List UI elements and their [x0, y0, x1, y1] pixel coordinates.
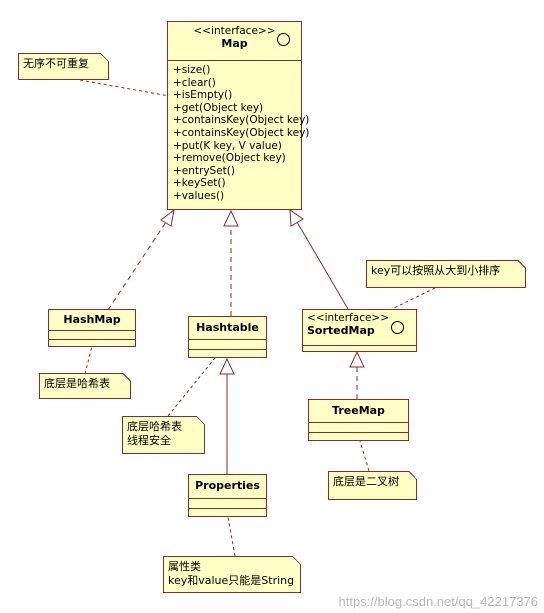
sortedmap-generalization-line: [296, 221, 349, 310]
properties-attributes-section: [189, 499, 266, 509]
sortedmap-note: key可以按照从大到小排序: [366, 260, 526, 288]
hashtable-note-anchor: [167, 357, 216, 417]
method-item: +containsKey(Object key): [173, 126, 310, 139]
hashtable-note: 底层哈希表 线程安全: [122, 416, 205, 454]
note-text: 底层是哈希表: [44, 377, 110, 390]
properties-class-box[interactable]: Properties: [188, 474, 267, 517]
note-text: 底层是二叉树: [333, 475, 399, 488]
hashmap-class-name: HashMap: [63, 313, 121, 326]
treemap-operations-section: [309, 433, 408, 442]
map-header: <<interface>> Map: [168, 22, 301, 61]
treemap-note-anchor: [359, 440, 370, 472]
properties-class-name: Properties: [195, 479, 260, 492]
method-item: +remove(Object key): [173, 152, 286, 165]
hashmap-arrowhead: [160, 208, 175, 227]
watermark-url: https://blog.csdn.net/qq_42217376: [338, 594, 539, 609]
map-interface-box[interactable]: <<interface>> Map +size() +clear() +isEm…: [167, 21, 310, 210]
method-item: +containsKey(Object key): [173, 114, 310, 127]
hashmap-note-anchor: [84, 345, 93, 375]
hashmap-attributes-section: [49, 331, 135, 340]
note-text: 无序不可重复: [23, 57, 89, 70]
sortedmap-stereotype: <<interface>>: [307, 312, 390, 324]
treemap-attributes-section: [309, 423, 408, 433]
properties-note: 属性类 key和value只能是String: [163, 556, 301, 593]
method-item: +put(K key, V value): [173, 139, 282, 152]
map-class-name: Map: [221, 37, 248, 50]
method-item: +isEmpty(): [173, 89, 233, 102]
note-text: 属性类: [168, 560, 201, 573]
map-methods: +size() +clear() +isEmpty() +get(Object …: [168, 61, 310, 205]
sortedmap-arrowhead: [289, 209, 304, 227]
treemap-note: 底层是二叉树: [328, 471, 417, 500]
interface-circle-icon: [277, 33, 290, 46]
treemap-class-name: TreeMap: [332, 404, 385, 417]
note-text: 底层哈希表: [127, 420, 182, 433]
method-item: +keySet(): [173, 177, 226, 190]
sortedmap-interface-box[interactable]: <<interface>> SortedMap: [302, 309, 417, 352]
properties-arrowhead: [219, 357, 235, 375]
method-item: +get(Object key): [173, 101, 264, 114]
interface-circle-icon: [391, 321, 404, 334]
hashtable-attributes-section: [189, 340, 266, 350]
method-item: +values(): [173, 189, 225, 202]
properties-note-anchor: [227, 516, 236, 557]
hashmap-realization-line: [107, 218, 169, 311]
treemap-arrowhead: [349, 350, 365, 368]
note-text: 线程安全: [127, 434, 171, 447]
method-item: +entrySet(): [173, 164, 235, 177]
treemap-class-box[interactable]: TreeMap: [308, 399, 409, 441]
sortedmap-class-name: SortedMap: [307, 324, 375, 337]
hashmap-operations-section: [49, 340, 135, 348]
map-stereotype: <<interface>>: [193, 25, 276, 37]
method-item: +clear(): [173, 76, 216, 89]
hashmap-note: 底层是哈希表: [39, 373, 131, 399]
hashtable-class-name: Hashtable: [196, 321, 259, 334]
hashtable-class-box[interactable]: Hashtable: [188, 316, 267, 358]
sortedmap-note-anchor: [393, 287, 436, 309]
hashtable-arrowhead: [223, 209, 239, 227]
hashmap-class-box[interactable]: HashMap: [48, 309, 136, 347]
method-item: +size(): [173, 64, 211, 76]
properties-operations-section: [189, 509, 266, 518]
map-note: 无序不可重复: [18, 53, 109, 80]
map-note-anchor: [79, 79, 170, 97]
note-text: key和value只能是String: [168, 574, 295, 587]
hashtable-operations-section: [189, 350, 266, 359]
note-text: key可以按照从大到小排序: [371, 264, 501, 277]
